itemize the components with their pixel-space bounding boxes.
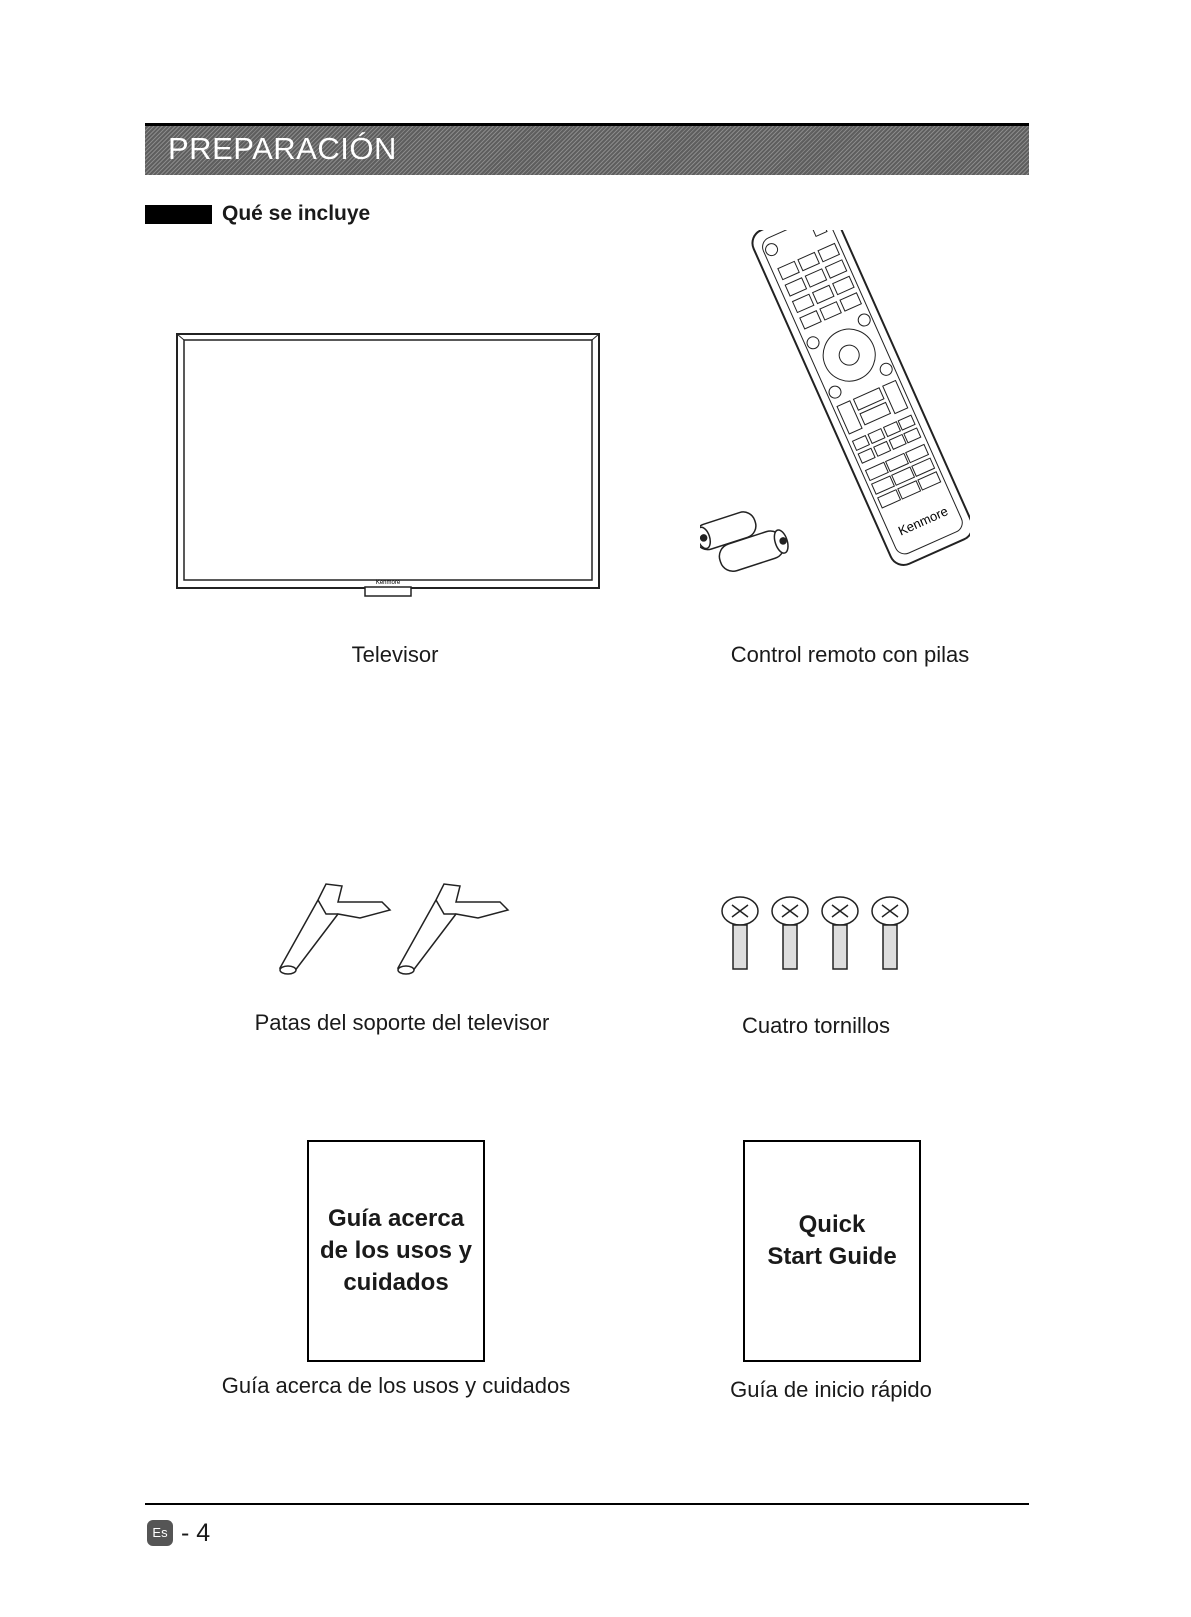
screws-illustration: [720, 895, 910, 975]
tv-caption: Televisor: [165, 642, 625, 668]
remote-and-batteries-illustration: Kenmore: [700, 230, 970, 600]
quick-guide-caption: Guía de inicio rápido: [601, 1377, 1061, 1403]
language-badge: Es: [147, 1520, 173, 1546]
page-title: PREPARACIÓN: [168, 131, 397, 167]
stand-legs-illustration: [270, 880, 510, 980]
quick-guide-cover-line-2: Start Guide: [767, 1241, 896, 1273]
footer-rule: [145, 1503, 1029, 1505]
stand-caption: Patas del soporte del televisor: [172, 1010, 632, 1036]
section-title: Qué se incluye: [222, 202, 370, 226]
care-guide-cover-line-1: Guía acerca: [320, 1203, 472, 1235]
quick-guide-cover-line-1: Quick: [767, 1209, 896, 1241]
care-guide-booklet: Guía acerca de los usos y cuidados: [307, 1140, 485, 1362]
page-number: - 4: [181, 1519, 210, 1548]
quick-start-guide-booklet: Quick Start Guide: [743, 1140, 921, 1362]
care-guide-cover-line-3: cuidados: [320, 1267, 472, 1299]
care-guide-caption: Guía acerca de los usos y cuidados: [166, 1373, 626, 1399]
tv-brand-logo: Kenmore: [376, 580, 401, 586]
remote-caption: Control remoto con pilas: [620, 642, 1080, 668]
care-guide-cover-line-2: de los usos y: [320, 1235, 472, 1267]
screws-caption: Cuatro tornillos: [586, 1013, 1046, 1039]
section-marker: [145, 205, 212, 224]
tv-illustration: Kenmore: [170, 330, 606, 598]
